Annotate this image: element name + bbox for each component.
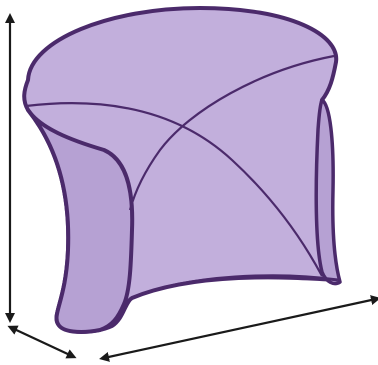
stool-object <box>22 6 342 334</box>
depth-arrow <box>7 325 77 359</box>
seat-arc-left-right <box>25 102 323 277</box>
seat-lower-rim <box>131 274 339 300</box>
stool-right-leg-face <box>314 98 342 286</box>
width-arrow <box>99 295 378 362</box>
seat-arc-right-left <box>128 54 335 211</box>
stool-left-leg-face <box>26 108 135 334</box>
